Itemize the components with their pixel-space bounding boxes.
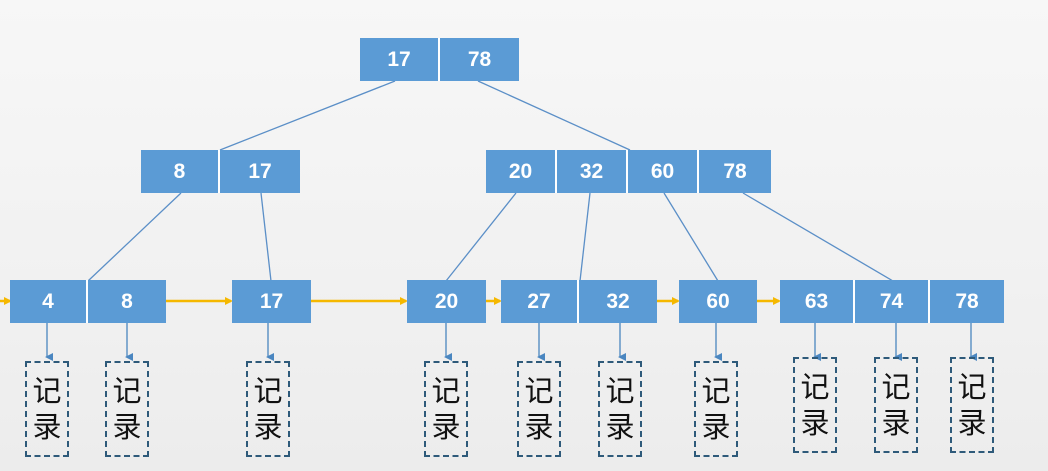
edge-60-to-leaf xyxy=(663,192,719,282)
record-label: 记 xyxy=(881,370,911,404)
record-label: 记 xyxy=(32,374,62,408)
leaf-node: 4 8 xyxy=(10,280,166,323)
leaf-key: 4 xyxy=(10,280,88,323)
leaf-key: 60 xyxy=(679,280,757,323)
record-label: 记 xyxy=(957,370,987,404)
record-label: 录 xyxy=(957,406,987,440)
record-label: 录 xyxy=(32,410,62,444)
record-box: 记 录 xyxy=(246,361,290,457)
record-label: 记 xyxy=(800,370,830,404)
leaf-key: 8 xyxy=(88,280,166,323)
record-label: 录 xyxy=(605,410,635,444)
internal-node-right: 20 32 60 78 xyxy=(486,150,771,193)
record-label: 记 xyxy=(431,374,461,408)
edge-78-to-leaf xyxy=(742,192,894,282)
internal-key: 32 xyxy=(557,150,628,193)
record-box: 记 录 xyxy=(517,361,561,457)
record-label: 录 xyxy=(112,410,142,444)
leaf-node: 60 xyxy=(679,280,757,323)
record-label: 录 xyxy=(881,406,911,440)
record-label: 记 xyxy=(605,374,635,408)
internal-key: 60 xyxy=(628,150,699,193)
edge-root-left xyxy=(219,80,396,151)
leaf-node: 27 32 xyxy=(501,280,657,323)
internal-key: 8 xyxy=(141,150,220,193)
record-box: 记 录 xyxy=(25,361,69,457)
record-label: 录 xyxy=(431,410,461,444)
record-box: 记 录 xyxy=(793,357,837,453)
root-key: 78 xyxy=(440,38,519,81)
root-node: 17 78 xyxy=(360,38,519,81)
record-label: 录 xyxy=(800,406,830,440)
record-label: 记 xyxy=(701,374,731,408)
root-key: 17 xyxy=(360,38,440,81)
record-box: 记 录 xyxy=(874,357,918,453)
leaf-key: 32 xyxy=(579,280,657,323)
leaf-node: 63 74 78 xyxy=(780,280,1004,323)
record-label: 记 xyxy=(253,374,283,408)
record-box: 记 录 xyxy=(424,361,468,457)
leaf-key: 74 xyxy=(855,280,930,323)
record-box: 记 录 xyxy=(105,361,149,457)
leaf-key: 78 xyxy=(930,280,1004,323)
leaf-key: 17 xyxy=(232,280,311,323)
record-label: 录 xyxy=(701,410,731,444)
internal-key: 17 xyxy=(220,150,300,193)
record-label: 录 xyxy=(524,410,554,444)
internal-key: 78 xyxy=(699,150,771,193)
edge-8-to-leaf xyxy=(87,192,182,282)
record-label: 录 xyxy=(253,410,283,444)
record-box: 记 录 xyxy=(598,361,642,457)
record-box: 记 录 xyxy=(950,357,994,453)
leaf-node: 20 xyxy=(407,280,486,323)
record-label: 记 xyxy=(524,374,554,408)
edge-20-to-leaf xyxy=(445,192,517,282)
edge-32-to-leaf xyxy=(579,192,591,282)
leaf-key: 20 xyxy=(407,280,486,323)
internal-node-left: 8 17 xyxy=(141,150,300,193)
record-box: 记 录 xyxy=(694,361,738,457)
leaf-key: 27 xyxy=(501,280,579,323)
edge-root-right xyxy=(477,80,631,151)
internal-key: 20 xyxy=(486,150,557,193)
leaf-key: 63 xyxy=(780,280,855,323)
edge-17-to-leaf xyxy=(260,192,272,282)
leaf-node: 17 xyxy=(232,280,311,323)
record-label: 记 xyxy=(112,374,142,408)
